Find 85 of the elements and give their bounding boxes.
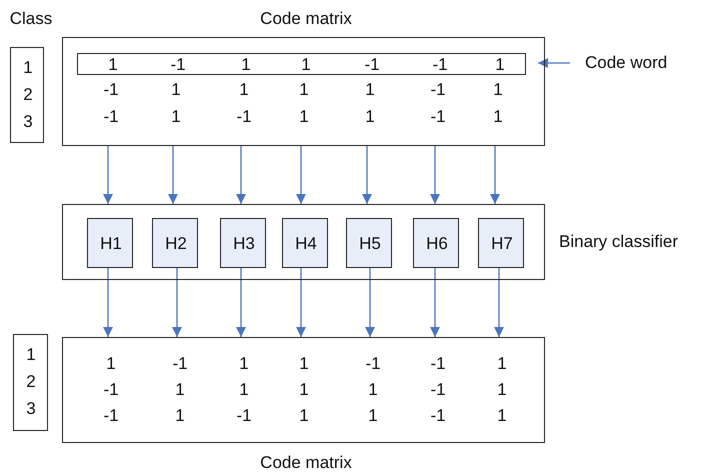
matrix-value: -1 xyxy=(430,80,446,100)
matrix-value: 1 xyxy=(299,354,309,374)
matrix-value: 1 xyxy=(497,380,507,400)
arrow xyxy=(103,146,113,204)
arrow xyxy=(494,267,504,337)
matrix-value: 1 xyxy=(368,406,378,426)
matrix-value: 1 xyxy=(497,354,507,374)
column-heading: Class xyxy=(10,9,52,29)
matrix-value: -1 xyxy=(236,406,252,426)
classifier-label: H1 xyxy=(100,234,122,254)
arrow xyxy=(365,267,375,337)
matrix-value: 1 xyxy=(493,80,503,100)
matrix-value: 1 xyxy=(497,406,507,426)
matrix-value: -1 xyxy=(430,380,446,400)
matrix-value: 1 xyxy=(106,354,116,374)
arrow xyxy=(168,146,178,204)
arrow xyxy=(103,267,113,337)
matrix-value: 1 xyxy=(299,80,309,100)
classifier-label: H6 xyxy=(426,234,448,254)
class-number: 2 xyxy=(23,85,33,105)
arrow xyxy=(430,146,440,204)
arrow xyxy=(490,146,500,204)
classifier-label: H7 xyxy=(491,234,513,254)
matrix-value: -1 xyxy=(170,55,186,75)
class-number: 2 xyxy=(26,372,36,392)
arrow xyxy=(236,146,246,204)
matrix-value: 1 xyxy=(175,406,185,426)
code-word-label: Code word xyxy=(585,53,668,73)
classifier-panel xyxy=(62,204,545,280)
matrix-value: 1 xyxy=(365,80,375,100)
matrix-value: 1 xyxy=(299,380,309,400)
classifier-box xyxy=(87,218,133,268)
arrow xyxy=(172,267,182,337)
matrix-value: 1 xyxy=(239,80,249,100)
arrow xyxy=(296,146,306,204)
matrix-value: 1 xyxy=(239,354,249,374)
matrix-value: 1 xyxy=(299,107,309,127)
matrix-value: 1 xyxy=(175,380,185,400)
classifier-box xyxy=(346,218,392,268)
matrix-value: -1 xyxy=(103,406,119,426)
classifier-box xyxy=(220,218,266,268)
matrix-value: 1 xyxy=(495,55,505,75)
matrix-value: -1 xyxy=(103,107,119,127)
classifier-caption: Binary classifier xyxy=(559,232,678,252)
matrix-value: 1 xyxy=(299,406,309,426)
matrix-value: 1 xyxy=(108,55,118,75)
classifier-label: H5 xyxy=(359,234,381,254)
class-number: 3 xyxy=(26,399,36,419)
matrix-value: 1 xyxy=(368,380,378,400)
classifier-box xyxy=(478,218,524,268)
matrix-value: -1 xyxy=(430,107,446,127)
arrow xyxy=(236,267,246,337)
arrow xyxy=(430,267,440,337)
matrix-title: Code matrix xyxy=(260,453,352,472)
matrix-value: -1 xyxy=(430,406,446,426)
code-word-row xyxy=(77,53,526,75)
arrow xyxy=(296,267,306,337)
class-box xyxy=(13,334,48,431)
matrix-value: -1 xyxy=(365,354,381,374)
arrow xyxy=(538,58,570,68)
classifier-box xyxy=(152,218,198,268)
matrix-value: -1 xyxy=(172,354,188,374)
classifier-label: H4 xyxy=(295,234,317,254)
matrix-value: 1 xyxy=(493,107,503,127)
classifier-label: H2 xyxy=(165,234,187,254)
classifier-box xyxy=(282,218,328,268)
matrix-value: 1 xyxy=(171,107,181,127)
matrix-value: 1 xyxy=(239,380,249,400)
classifier-label: H3 xyxy=(233,234,255,254)
classifier-box xyxy=(413,218,459,268)
matrix-value: -1 xyxy=(236,107,252,127)
matrix-value: -1 xyxy=(430,354,446,374)
matrix-value: -1 xyxy=(432,55,448,75)
matrix-value: 1 xyxy=(171,80,181,100)
class-number: 3 xyxy=(23,112,33,132)
class-number: 1 xyxy=(23,58,33,78)
class-number: 1 xyxy=(26,345,36,365)
matrix-value: -1 xyxy=(103,80,119,100)
matrix-value: -1 xyxy=(103,380,119,400)
matrix-value: 1 xyxy=(301,55,311,75)
matrix-value: 1 xyxy=(241,55,251,75)
matrix-value: -1 xyxy=(364,55,380,75)
arrow xyxy=(362,146,372,204)
matrix-value: 1 xyxy=(365,107,375,127)
matrix-title: Code matrix xyxy=(260,9,352,29)
